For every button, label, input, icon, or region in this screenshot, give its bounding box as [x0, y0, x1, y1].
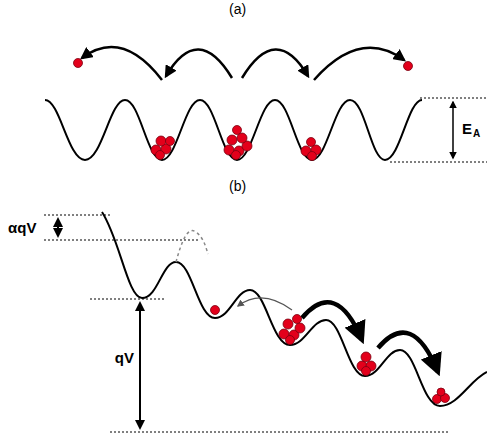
voltage-label: qV: [115, 350, 134, 365]
panel-label: (b): [229, 179, 246, 193]
energy-subscript: A: [473, 129, 480, 139]
energy-symbol: E: [462, 121, 472, 136]
voltage-label: αqV: [8, 220, 36, 235]
panel-label: (a): [229, 2, 246, 16]
